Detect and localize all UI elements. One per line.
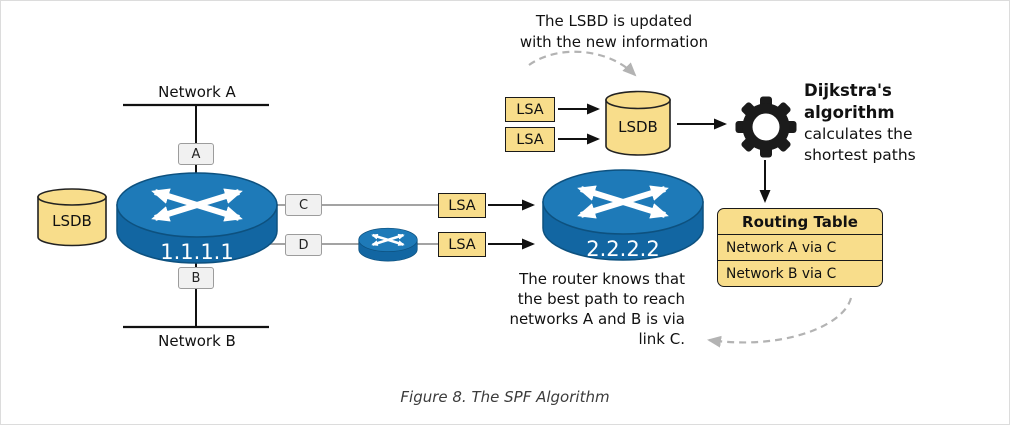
- routing-table-row: Network B via C: [718, 260, 882, 286]
- dijkstra-note-line2: algorithm: [804, 103, 895, 122]
- gear-icon: [735, 96, 797, 158]
- lsdb-cylinder-right: LSDB: [605, 90, 671, 156]
- network-a-label: Network A: [158, 83, 236, 101]
- lsa-box-link-c: LSA: [438, 193, 486, 218]
- interface-c-box: C: [285, 194, 322, 216]
- interface-d-box: D: [285, 234, 322, 256]
- routing-table: Routing Table Network A via C Network B …: [717, 208, 883, 287]
- note-to-lsdb-dashed-arrow: [528, 50, 637, 77]
- router-2-id: 2.2.2.2: [586, 237, 659, 261]
- dijkstra-note-line1: Dijkstra's: [804, 81, 892, 100]
- lsdb-right-label: LSDB: [618, 118, 658, 136]
- router-1-id: 1.1.1.1: [160, 240, 233, 264]
- routing-table-row: Network A via C: [726, 239, 837, 256]
- lsdb-update-note-line1: The LSBD is updated: [535, 12, 693, 30]
- intermediate-router-icon: [358, 227, 418, 262]
- lsdb-update-note: The LSBD is updated with the new informa…: [499, 11, 729, 53]
- routing-table-title: Routing Table: [718, 209, 882, 235]
- router-1-icon: 1.1.1.1: [116, 172, 278, 264]
- lsdb-update-note-line2: with the new information: [519, 33, 709, 51]
- best-path-note-line2: the best path to reach: [517, 290, 685, 308]
- lsa-received-box-2: LSA: [505, 127, 555, 152]
- router-2-icon: 2.2.2.2: [542, 169, 704, 261]
- best-path-note-line1: The router knows that: [519, 270, 685, 288]
- interface-b-box: B: [178, 267, 214, 289]
- dijkstra-note: Dijkstra's algorithm calculates the shor…: [804, 80, 974, 166]
- network-b-label: Network B: [158, 332, 236, 350]
- lsa-box-link-d: LSA: [438, 232, 486, 257]
- lsdb-cylinder-left: LSDB: [37, 188, 107, 247]
- best-path-note: The router knows that the best path to r…: [455, 269, 685, 349]
- figure-caption: Figure 8. The SPF Algorithm: [400, 388, 610, 406]
- lsa-received-box-1: LSA: [505, 97, 555, 122]
- lsdb-left-label: LSDB: [52, 212, 92, 230]
- best-path-note-line3: networks A and B is via: [509, 310, 685, 328]
- table-to-note-dashed-arrow: [707, 297, 853, 348]
- best-path-note-line4: link C.: [638, 330, 685, 348]
- interface-a-box: A: [178, 143, 214, 165]
- dijkstra-note-line3: calculates the: [804, 125, 913, 143]
- dijkstra-note-line4: shortest paths: [804, 146, 916, 164]
